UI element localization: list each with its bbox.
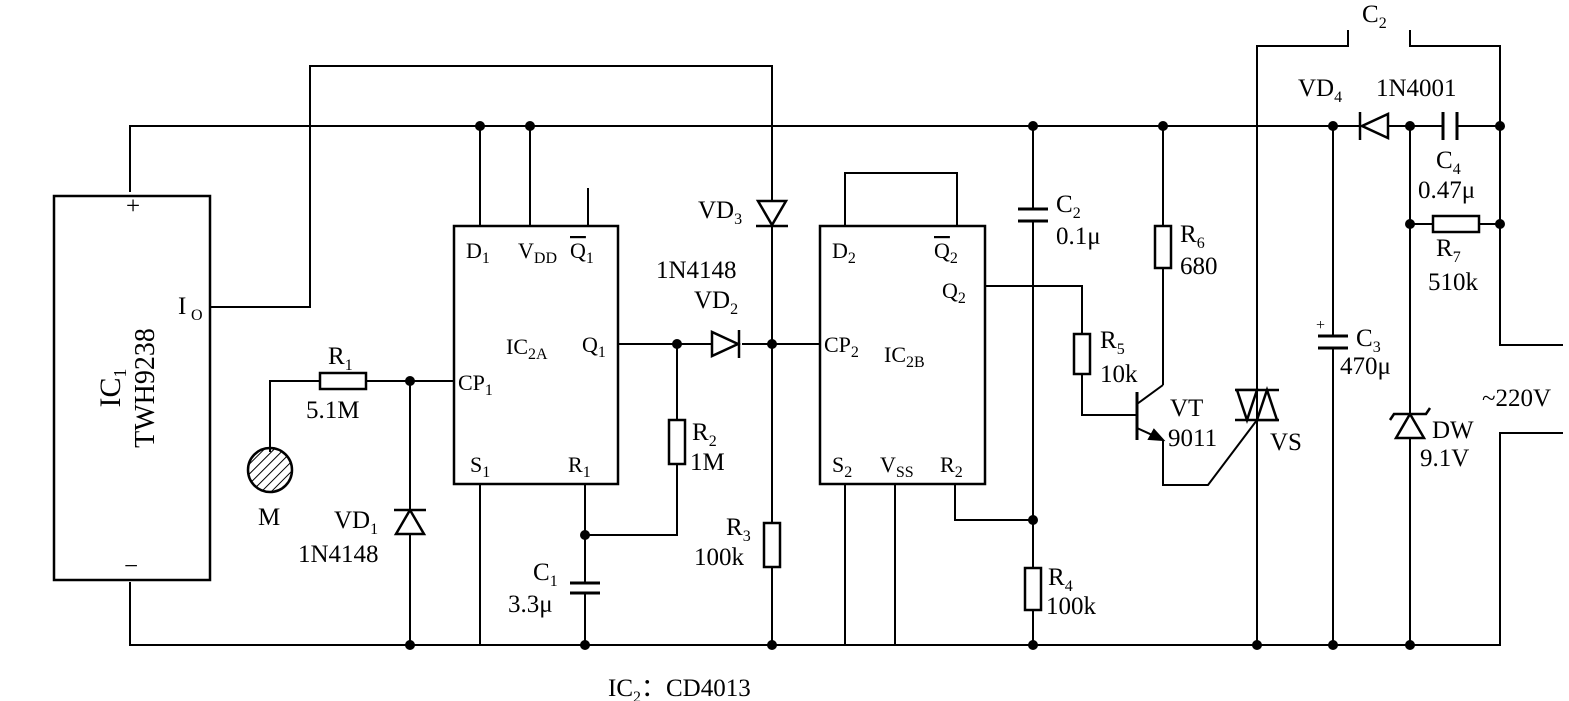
svg-text:R1: R1 bbox=[568, 452, 591, 481]
svg-text:Q2: Q2 bbox=[942, 278, 966, 307]
triac-vs: VS bbox=[1235, 386, 1302, 456]
svg-text:Q1: Q1 bbox=[582, 332, 606, 361]
diode-vd1: VD1 1N4148 bbox=[298, 507, 427, 568]
svg-text:IC2B: IC2B bbox=[884, 342, 925, 371]
svg-text:O: O bbox=[191, 307, 203, 324]
resistor-r4: R4 100k bbox=[1023, 564, 1097, 620]
svg-text:CP2: CP2 bbox=[824, 332, 859, 361]
svg-text:VD4: VD4 bbox=[1298, 75, 1342, 106]
svg-text:M: M bbox=[258, 504, 280, 531]
svg-text:R5: R5 bbox=[1100, 327, 1125, 358]
svg-text:VD1: VD1 bbox=[334, 507, 378, 538]
svg-text:VD2: VD2 bbox=[694, 287, 738, 318]
svg-text:470μ: 470μ bbox=[1340, 353, 1391, 380]
wires bbox=[129, 30, 1563, 646]
svg-text:R2: R2 bbox=[692, 419, 717, 450]
svg-text:9011: 9011 bbox=[1168, 425, 1217, 452]
svg-text:510k: 510k bbox=[1428, 269, 1479, 296]
svg-text:+: + bbox=[126, 193, 140, 220]
svg-text:D1: D1 bbox=[466, 238, 490, 267]
svg-text:C3: C3 bbox=[1356, 325, 1381, 356]
svg-text:CP1: CP1 bbox=[458, 370, 493, 399]
svg-text:VS: VS bbox=[1270, 429, 1302, 456]
svg-text:−: − bbox=[124, 553, 138, 580]
svg-text:3.3μ: 3.3μ bbox=[508, 591, 553, 618]
svg-text:Q2: Q2 bbox=[934, 238, 958, 267]
resistor-r3: R3 100k bbox=[694, 514, 782, 571]
svg-text:R3: R3 bbox=[726, 514, 751, 545]
svg-text:TWH9238: TWH9238 bbox=[130, 328, 161, 448]
resistor-r2: R2 1M bbox=[667, 418, 725, 476]
resistor-r5: R5 10k bbox=[1072, 327, 1138, 388]
svg-text:C2: C2 bbox=[1056, 191, 1081, 222]
top-rail bbox=[129, 125, 1352, 192]
diode-vd2: 1N4148 VD2 bbox=[656, 257, 741, 358]
svg-text:10k: 10k bbox=[1100, 361, 1138, 388]
svg-text:100k: 100k bbox=[694, 544, 745, 571]
ic2b-flipflop: D2 Q2 Q2 CP2 IC2B S2 VSS R2 bbox=[818, 224, 987, 486]
ground-rail bbox=[129, 582, 1410, 646]
resistor-r6: R6 680 bbox=[1153, 221, 1218, 280]
svg-text:1N4148: 1N4148 bbox=[298, 541, 379, 568]
capacitor-c3: + C3 470μ bbox=[1316, 317, 1391, 380]
junctions bbox=[405, 121, 1505, 650]
svg-text:I: I bbox=[178, 293, 186, 320]
ic2a-flipflop: D1 VDD Q1 CP1 IC2A Q1 S1 R1 bbox=[452, 224, 620, 486]
svg-text:S2: S2 bbox=[832, 452, 852, 481]
capacitor-c1: C1 3.3μ bbox=[508, 559, 600, 618]
svg-text:R7: R7 bbox=[1436, 235, 1461, 266]
svg-text:Q1: Q1 bbox=[570, 238, 594, 267]
svg-text:DW: DW bbox=[1432, 417, 1474, 444]
svg-text:R4: R4 bbox=[1048, 564, 1073, 595]
capacitor-c2: C2 0.1μ bbox=[1018, 191, 1101, 250]
svg-text:1N4148: 1N4148 bbox=[656, 257, 737, 284]
transistor-vt: VT 9011 bbox=[1135, 384, 1217, 452]
svg-text:0.1μ: 0.1μ bbox=[1056, 223, 1101, 250]
capacitor-c4: C4 0.47μ bbox=[1418, 112, 1475, 204]
resistor-r7: R7 510k bbox=[1428, 214, 1481, 296]
svg-text:R1: R1 bbox=[328, 343, 353, 374]
svg-text:1M: 1M bbox=[690, 449, 725, 476]
svg-text:0.47μ: 0.47μ bbox=[1418, 177, 1475, 204]
diode-vd4: VD4 1N4001 bbox=[1298, 75, 1457, 140]
svg-text:S1: S1 bbox=[470, 452, 490, 481]
svg-text:IC1: IC1 bbox=[94, 369, 130, 408]
zener-dw: DW 9.1V bbox=[1388, 407, 1474, 472]
ic2-caption: IC2：CD4013 bbox=[608, 675, 751, 701]
svg-text:5.1M: 5.1M bbox=[306, 397, 359, 424]
mains-label: ~220V bbox=[1482, 385, 1551, 412]
svg-text:100k: 100k bbox=[1046, 593, 1097, 620]
resistor-r1: R1 5.1M bbox=[306, 343, 368, 424]
svg-text:D2: D2 bbox=[832, 238, 856, 267]
ic1-twh9238: + − I O IC1 TWH9238 bbox=[52, 193, 212, 582]
c2-top-label: C2 bbox=[1362, 1, 1387, 32]
io-wire bbox=[210, 65, 773, 308]
svg-text:680: 680 bbox=[1180, 253, 1218, 280]
svg-text:IC2A: IC2A bbox=[506, 334, 548, 363]
svg-text:VDD: VDD bbox=[518, 238, 557, 267]
microphone-m: M bbox=[246, 446, 294, 531]
svg-text:C4: C4 bbox=[1436, 147, 1461, 178]
svg-text:C1: C1 bbox=[533, 559, 558, 590]
svg-text:VSS: VSS bbox=[880, 452, 914, 481]
svg-text:+: + bbox=[1316, 317, 1325, 334]
svg-text:VD3: VD3 bbox=[698, 197, 742, 228]
diode-vd3: VD3 bbox=[698, 197, 789, 228]
svg-text:9.1V: 9.1V bbox=[1420, 445, 1469, 472]
svg-text:R2: R2 bbox=[940, 452, 963, 481]
svg-text:VT: VT bbox=[1170, 395, 1203, 422]
svg-text:1N4001: 1N4001 bbox=[1376, 75, 1457, 102]
svg-text:R6: R6 bbox=[1180, 221, 1205, 252]
